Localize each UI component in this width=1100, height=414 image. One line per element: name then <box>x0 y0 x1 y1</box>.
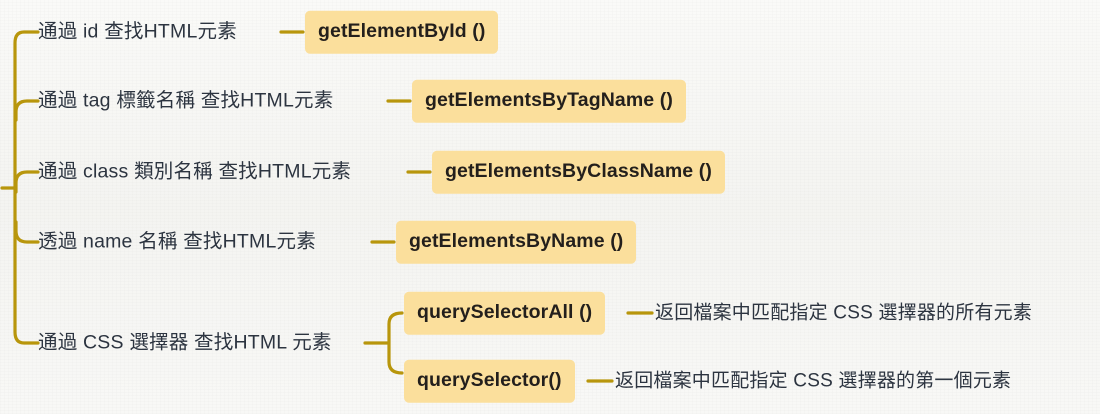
method-badge-getelementbyid[interactable]: getElementById () <box>305 10 499 54</box>
description-queryselector: 返回檔案中匹配指定 CSS 選擇器的第一個元素 <box>615 370 1012 392</box>
method-badge-queryselectorall[interactable]: querySelectorAll () <box>404 291 606 335</box>
branch-label-css-selector[interactable]: 通過 CSS 選擇器 查找HTML 元素 <box>38 331 332 354</box>
root-spine <box>13 30 40 345</box>
method-badge-getelementsbytagname[interactable]: getElementsByTagName () <box>412 79 686 123</box>
sub-spine <box>387 311 404 375</box>
method-badge-queryselector[interactable]: querySelector() <box>404 359 575 403</box>
branch-label-id[interactable]: 通過 id 查找HTML元素 <box>38 20 237 43</box>
description-queryselectorall: 返回檔案中匹配指定 CSS 選擇器的所有元素 <box>655 302 1033 324</box>
method-badge-getelementsbyname[interactable]: getElementsByName () <box>396 220 637 264</box>
branch-elbow-2 <box>14 99 40 122</box>
branch-label-class[interactable]: 通過 class 類別名稱 查找HTML元素 <box>38 160 352 183</box>
branch-label-tag[interactable]: 通過 tag 標籤名稱 查找HTML元素 <box>38 89 334 112</box>
branch-elbow-3 <box>14 170 40 194</box>
branch-elbow-4 <box>14 220 40 244</box>
branch-label-name[interactable]: 透過 name 名稱 查找HTML元素 <box>38 230 316 253</box>
method-badge-getelementsbyclassname[interactable]: getElementsByClassName () <box>432 150 725 194</box>
